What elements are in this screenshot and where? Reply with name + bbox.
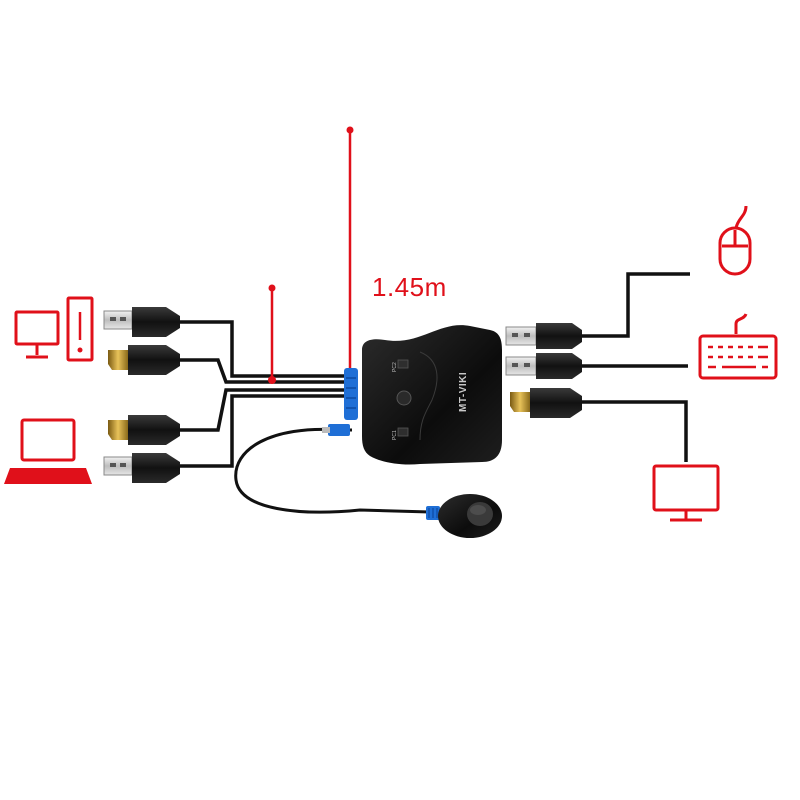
pc1-port-label: PC1 xyxy=(392,430,398,440)
remote-switch-puck xyxy=(426,494,502,538)
keyboard-icon xyxy=(698,313,778,380)
desktop-computer-icon xyxy=(14,296,94,362)
pc2-port-label: PC2 xyxy=(392,362,398,372)
hdmi-connector-monitor xyxy=(510,388,582,418)
cable-length-indicator xyxy=(268,126,354,386)
switch-select-button xyxy=(396,390,412,406)
hdmi-connector-pc-bottom xyxy=(108,415,180,445)
hdmi-connector-pc-top xyxy=(108,345,180,375)
left-cable-bundle xyxy=(178,320,350,468)
pc1-indicator xyxy=(397,427,409,437)
remote-plug-connector xyxy=(322,424,350,436)
kvm-switch-body xyxy=(362,325,502,465)
usb-connector-keyboard xyxy=(505,353,582,379)
brand-label: MT-VIKI xyxy=(458,371,469,412)
right-cables xyxy=(580,272,690,462)
mouse-icon xyxy=(718,205,752,276)
laptop-icon xyxy=(4,418,92,484)
remote-cable xyxy=(234,427,431,514)
switch-blue-port xyxy=(344,368,358,420)
usb-connector-mouse xyxy=(505,323,582,349)
monitor-icon xyxy=(652,464,720,522)
usb-connector-pc-bottom xyxy=(103,453,180,483)
cable-length-label: 1.45m xyxy=(372,272,447,302)
usb-connector-pc-top xyxy=(103,307,180,337)
pc2-indicator xyxy=(397,359,409,369)
